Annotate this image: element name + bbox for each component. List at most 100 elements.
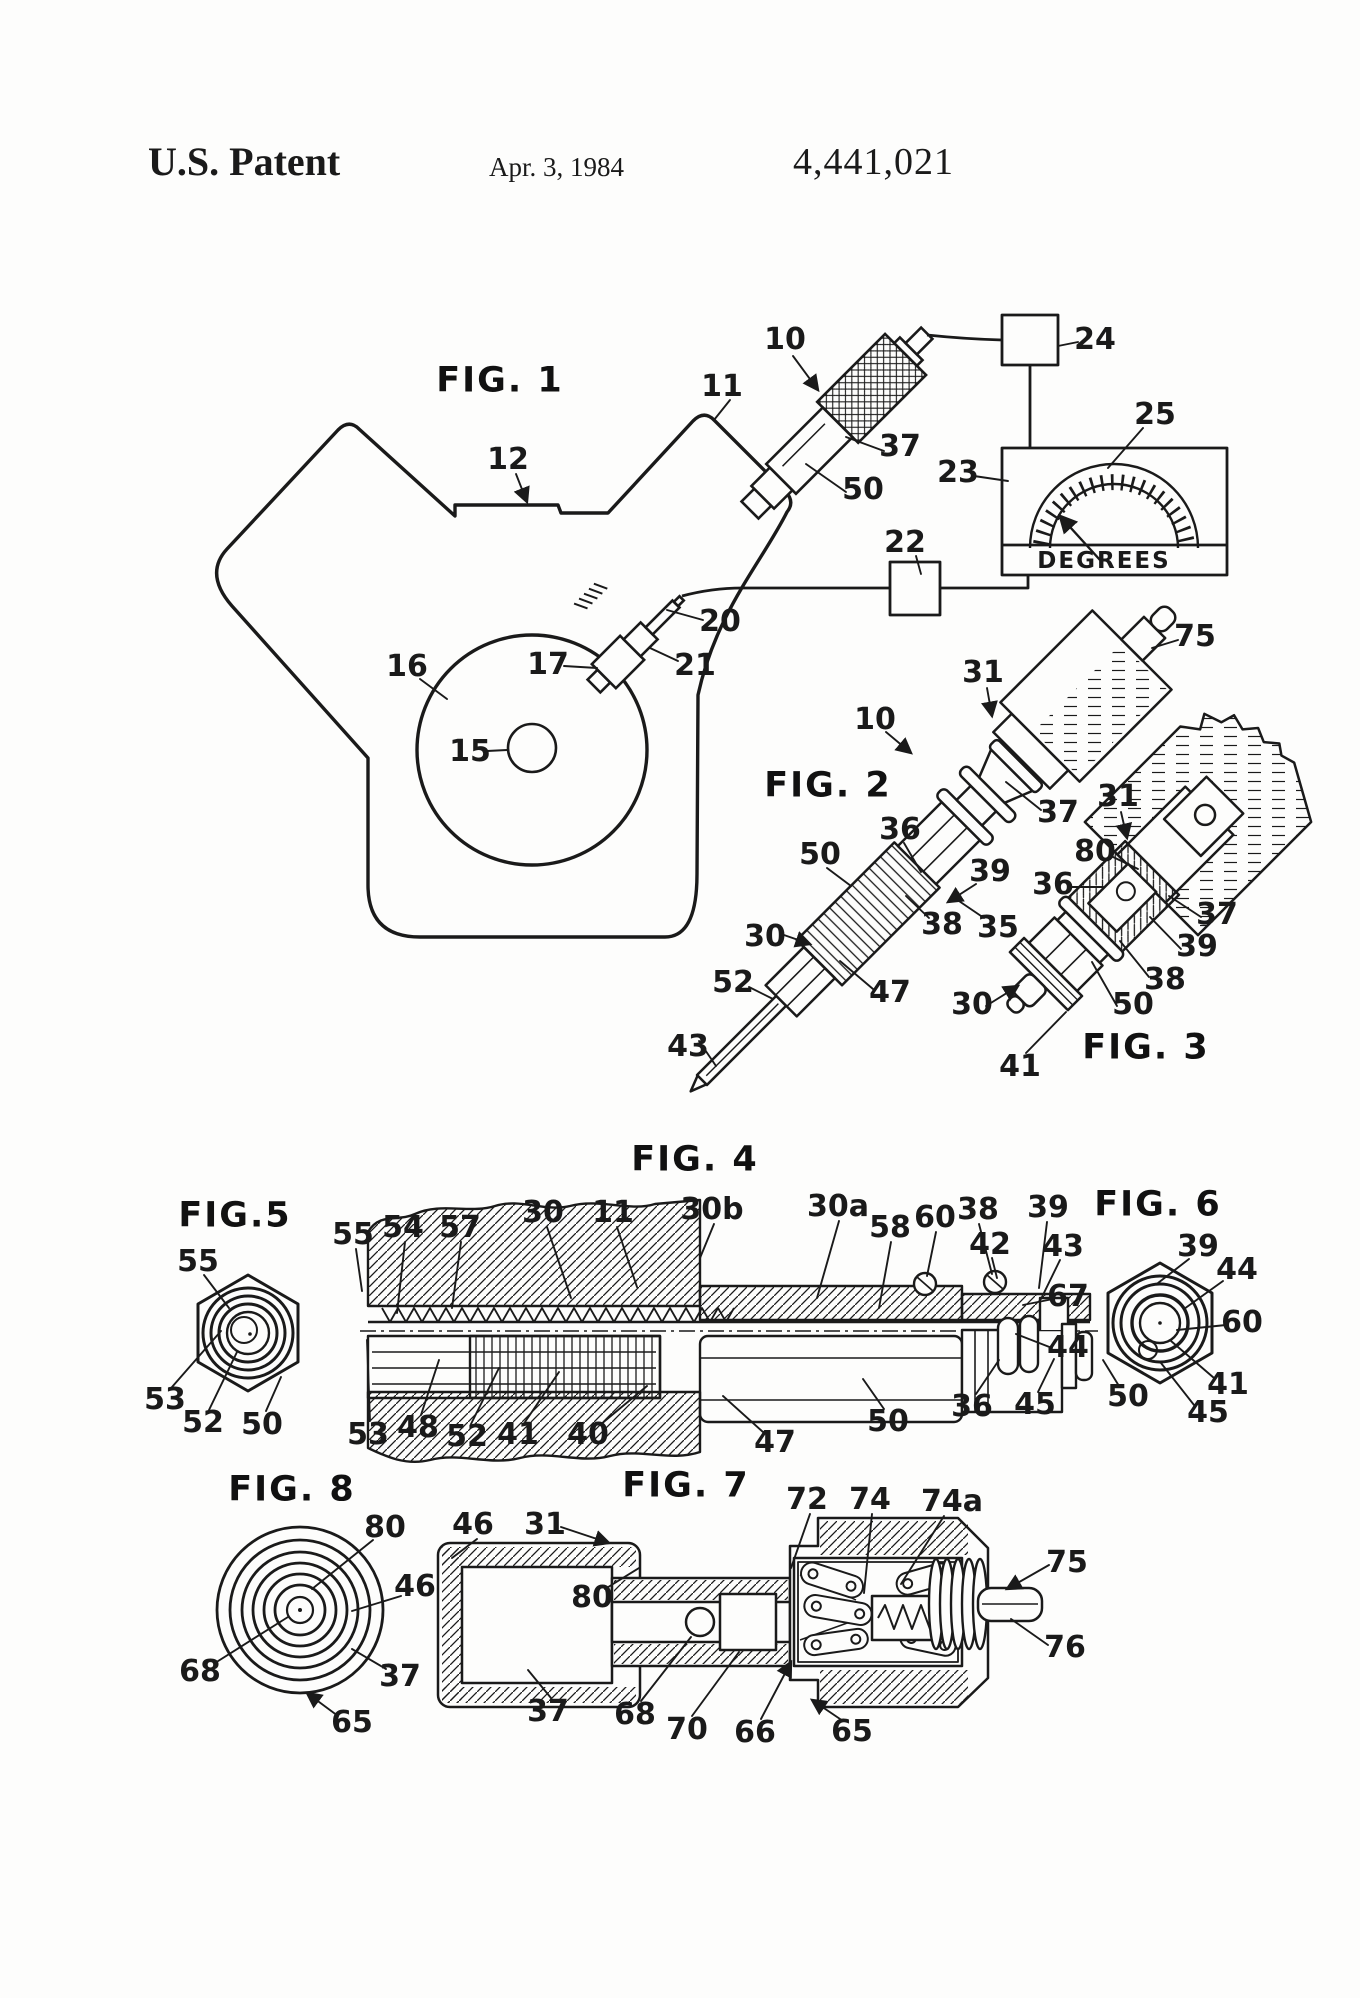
- ref-label-fig2-37: 37: [1037, 795, 1079, 830]
- ref-label-fig4-50: 50: [867, 1404, 909, 1439]
- leader-fig4-55: [355, 1248, 363, 1292]
- leader-fig2-43: [698, 1040, 717, 1067]
- ref-label-fig1-37: 37: [879, 429, 921, 464]
- fig2-exploded-plug: [689, 605, 1177, 1093]
- ref-label-fig1-17: 17: [527, 647, 569, 682]
- ref-label-fig7-76: 76: [1044, 1630, 1086, 1665]
- leader-fig3-38: [1119, 940, 1150, 978]
- ref-label-fig2-38: 38: [921, 907, 963, 942]
- figure-title-fig7: FIG. 7: [622, 1465, 750, 1506]
- ref-label-fig4-36: 36: [951, 1389, 993, 1424]
- fig7-transmitter-section: [436, 1516, 1044, 1709]
- leader-fig7-80: [604, 1567, 640, 1590]
- leader-fig6-41: [1170, 1340, 1215, 1379]
- leader-fig2-35: [955, 898, 985, 919]
- fig3-installed-plug: [1006, 712, 1313, 1014]
- leader-fig1-20: [666, 609, 704, 621]
- leader-fig4-30b: [699, 1223, 715, 1259]
- patent-number: 4,441,021: [793, 141, 954, 183]
- ref-label-fig4-30: 30: [522, 1195, 564, 1230]
- leader-fig8-65: [304, 1691, 339, 1717]
- ref-label-fig4-44: 44: [1047, 1330, 1089, 1365]
- ref-label-fig7-74a: 74a: [921, 1484, 983, 1519]
- leader-fig1-23: [973, 475, 1009, 482]
- leader-fig4-30: [546, 1226, 572, 1299]
- ref-label-fig3-30: 30: [951, 987, 993, 1022]
- leader-fig1-37: [845, 436, 885, 452]
- ref-label-fig2-10: 10: [854, 702, 896, 737]
- ref-label-fig8-68: 68: [179, 1654, 221, 1689]
- ref-label-fig6-50: 50: [1107, 1379, 1149, 1414]
- leader-fig7-72: [790, 1513, 811, 1569]
- leader-fig6-45: [1160, 1362, 1195, 1406]
- ref-label-fig4-39: 39: [1027, 1190, 1069, 1225]
- leader-fig2-38: [905, 895, 930, 919]
- leader-fig6-60: [1176, 1324, 1227, 1331]
- ref-label-fig4-55: 55: [332, 1217, 374, 1252]
- leader-fig3-30: [985, 984, 1021, 1007]
- leader-fig4-54: [396, 1241, 406, 1314]
- ref-label-fig1-21: 21: [674, 648, 716, 683]
- leader-fig5-52: [208, 1351, 238, 1411]
- ref-label-fig8-80: 80: [364, 1510, 406, 1545]
- ref-label-fig6-44: 44: [1216, 1252, 1258, 1287]
- figure-title-fig1: FIG. 1: [436, 360, 564, 401]
- leader-fig3-80: [1110, 855, 1139, 870]
- ref-label-fig4-48: 48: [397, 1410, 439, 1445]
- ref-label-fig8-37: 37: [379, 1659, 421, 1694]
- leader-fig3-37: [1168, 895, 1202, 918]
- leader-fig2-47: [839, 960, 874, 990]
- leader-fig1-10: [792, 355, 820, 393]
- leader-fig7-75: [1004, 1564, 1050, 1591]
- ref-label-fig7-37: 37: [527, 1694, 569, 1729]
- leader-fig7-65: [809, 1698, 844, 1722]
- ref-label-fig2-39: 39: [969, 854, 1011, 889]
- ref-label-fig3-31: 31: [1097, 779, 1139, 814]
- ref-label-fig4-30a: 30a: [807, 1189, 869, 1224]
- ref-label-fig3-38: 38: [1144, 962, 1186, 997]
- leader-fig4-30a: [816, 1220, 840, 1299]
- figure-title-fig3: FIG. 3: [1082, 1027, 1210, 1068]
- ref-label-fig1-16: 16: [386, 649, 428, 684]
- leader-fig4-43: [1040, 1259, 1061, 1300]
- ref-label-fig4-30b: 30b: [680, 1192, 744, 1227]
- leader-fig3-50: [1091, 961, 1118, 1007]
- leader-fig1-12: [513, 473, 530, 505]
- patent-header-label: U.S. Patent: [148, 139, 341, 184]
- ref-label-fig4-42: 42: [969, 1227, 1011, 1262]
- patent-date: Apr. 3, 1984: [489, 152, 624, 182]
- leader-fig2-39: [945, 883, 977, 904]
- ref-label-fig7-31: 31: [524, 1507, 566, 1542]
- ref-label-fig1-50: 50: [842, 472, 884, 507]
- leader-fig2-37: [1005, 781, 1042, 811]
- ref-label-fig5-53: 53: [144, 1382, 186, 1417]
- ref-label-fig3-36: 36: [1032, 867, 1074, 902]
- ref-label-fig1-12: 12: [487, 442, 529, 477]
- figure-title-fig2: FIG. 2: [764, 765, 892, 806]
- ref-label-fig7-75: 75: [1046, 1545, 1088, 1580]
- ref-label-fig5-50: 50: [241, 1407, 283, 1442]
- ref-label-fig3-50: 50: [1112, 987, 1154, 1022]
- leader-fig1-15: [486, 749, 508, 752]
- leader-fig7-70: [691, 1651, 740, 1717]
- leader-fig2-30: [780, 931, 813, 948]
- leader-fig4-41: [524, 1371, 560, 1423]
- leader-fig4-40: [599, 1385, 648, 1426]
- ref-label-fig6-45: 45: [1187, 1395, 1229, 1430]
- leader-fig2-36: [903, 842, 922, 873]
- ref-label-fig4-52: 52: [446, 1419, 488, 1454]
- leader-fig4-36: [975, 1359, 1000, 1395]
- ref-label-fig1-11: 11: [701, 369, 743, 404]
- ref-label-fig1-23: 23: [937, 455, 979, 490]
- fig1-micrometer: [739, 325, 935, 521]
- ref-label-fig8-46: 46: [394, 1569, 436, 1604]
- ref-label-fig2-47: 47: [869, 975, 911, 1010]
- leader-fig1-21: [649, 647, 679, 662]
- ref-label-fig1-25: 25: [1134, 397, 1176, 432]
- leader-fig4-38: [978, 1223, 993, 1275]
- fig1-timing-plug: [573, 582, 686, 695]
